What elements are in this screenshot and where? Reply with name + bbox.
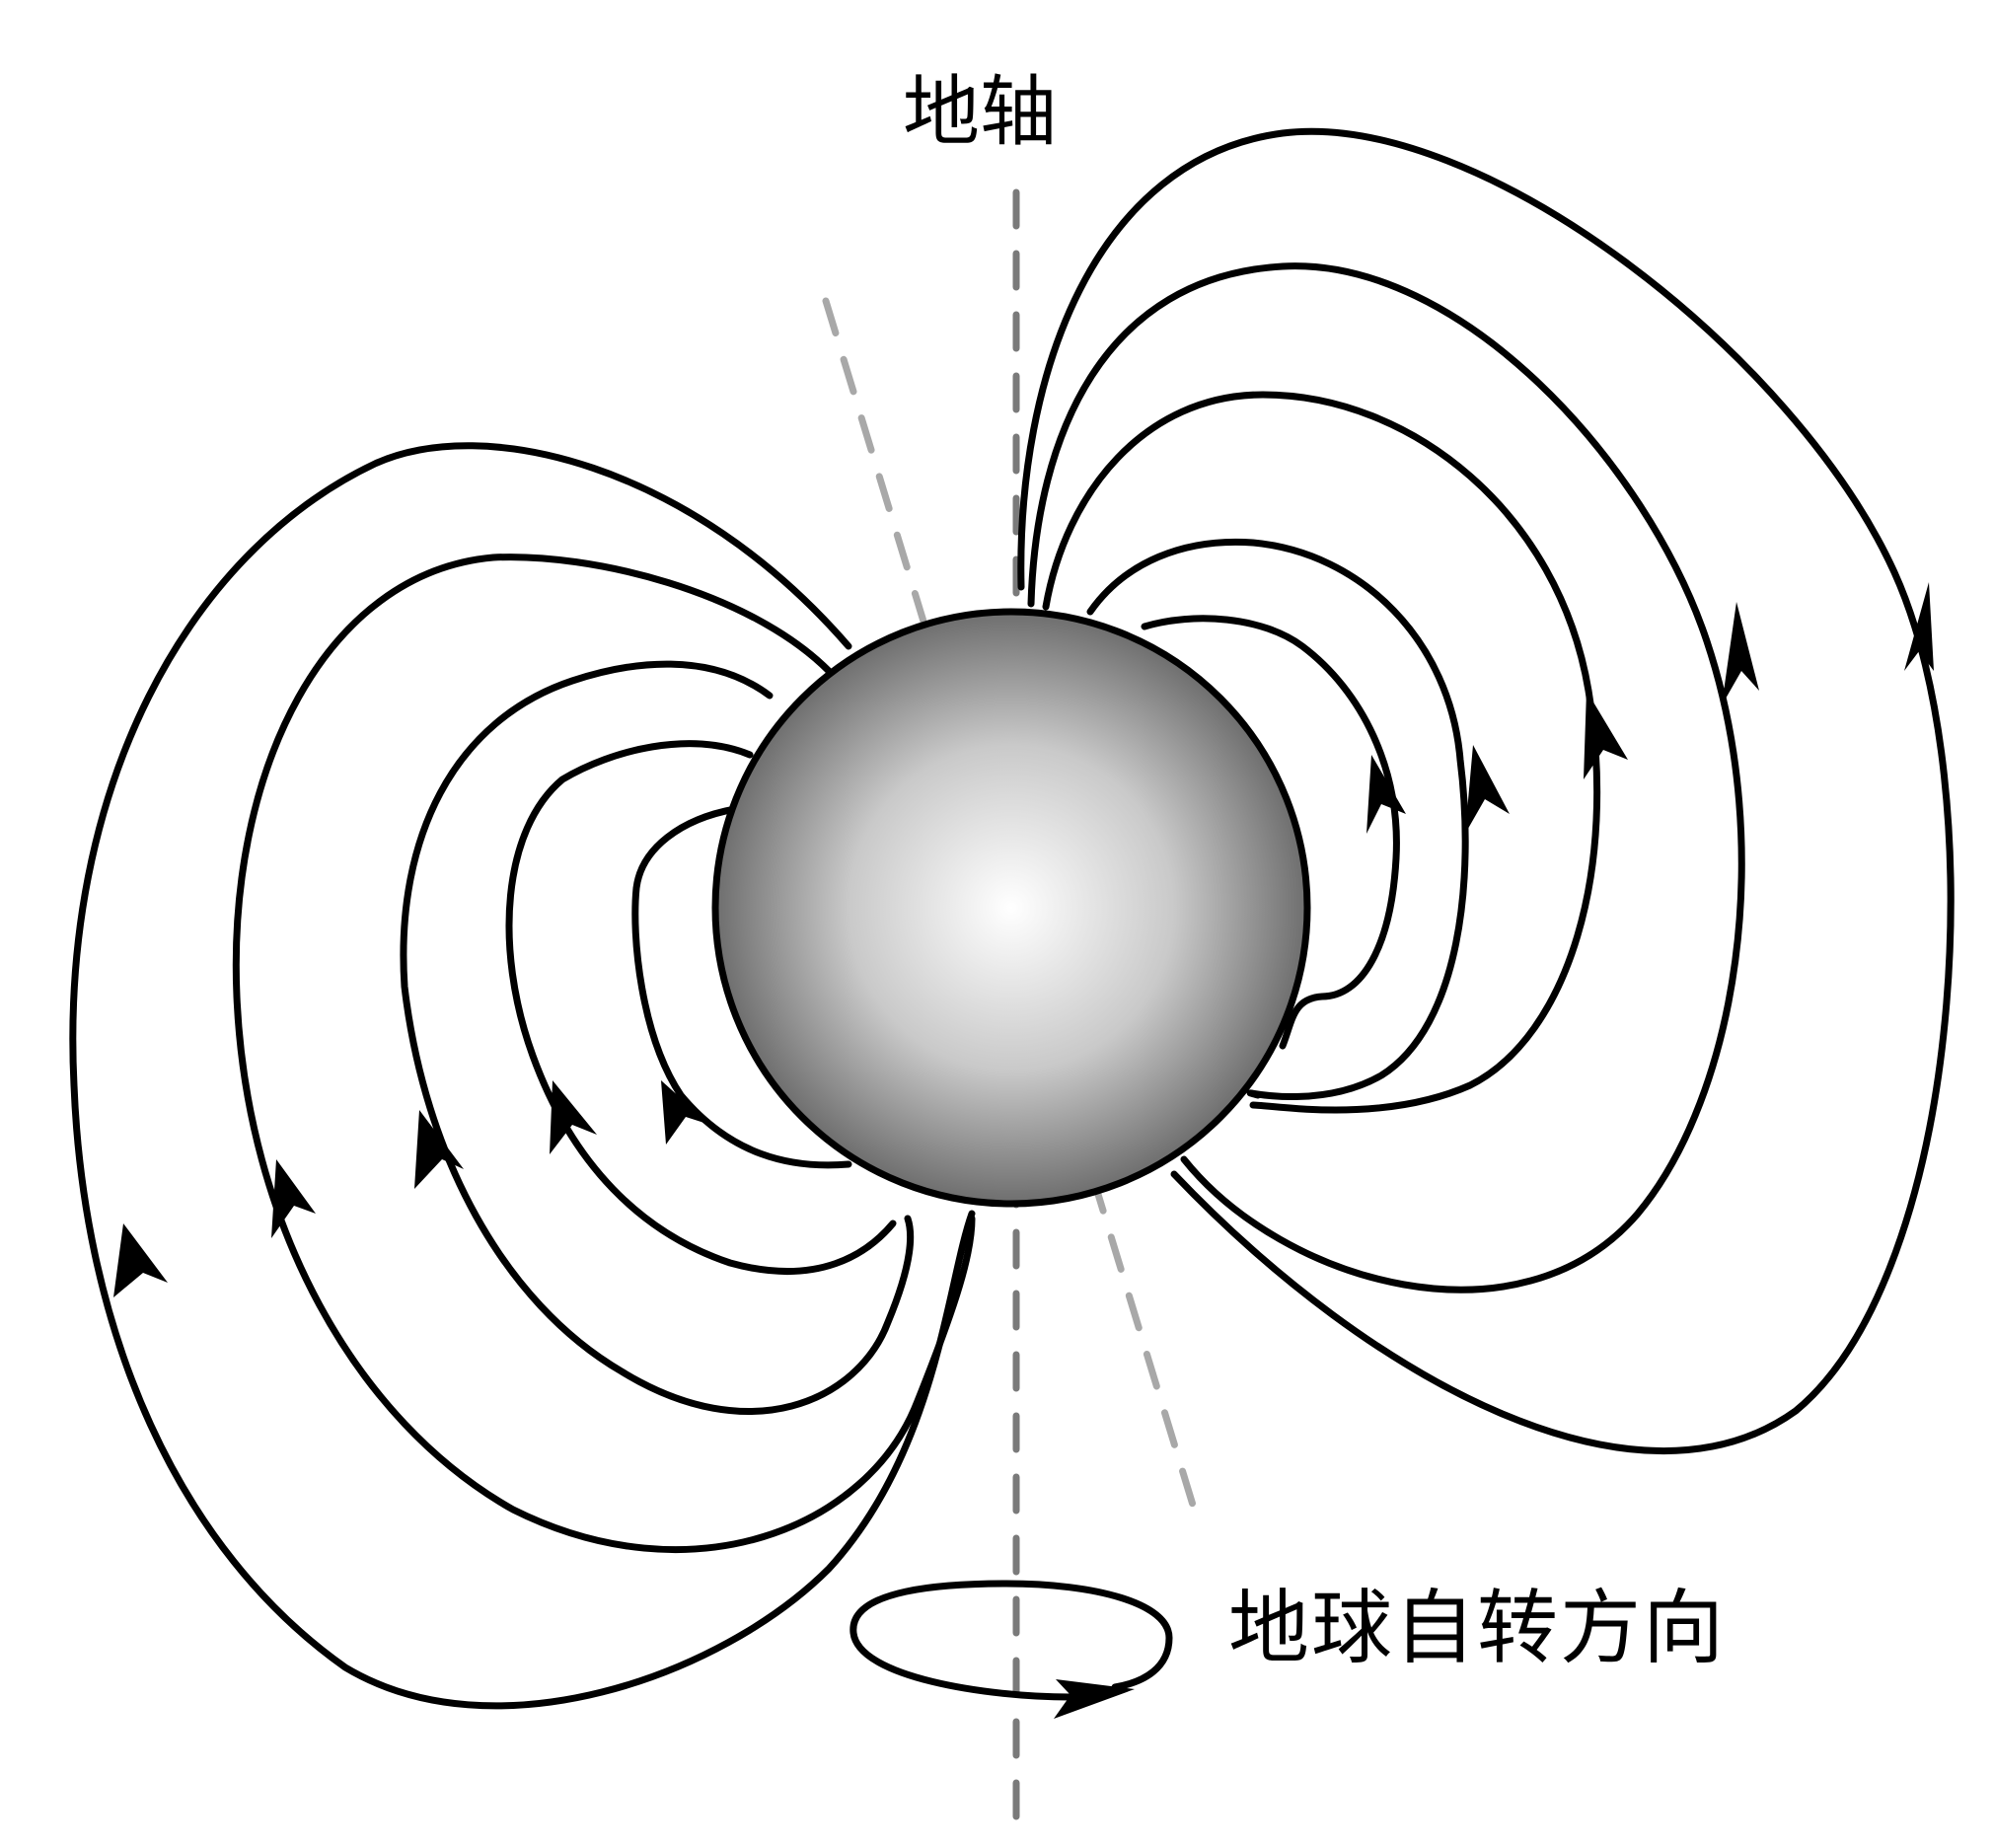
field-line-right-outer (1017, 127, 1955, 1455)
field-line-left-1 (505, 740, 897, 1275)
arrowhead-right-2 (1584, 691, 1628, 779)
rotation-arrowhead (1054, 1679, 1135, 1719)
field-line-right-2 (1042, 391, 1601, 1114)
field-line-right-3 (1027, 262, 1745, 1294)
rotation-direction-label: 地球自转方向 (1228, 1582, 1727, 1675)
left-field-lines (69, 442, 976, 1710)
arrowhead-left-3 (271, 1159, 316, 1238)
arrowhead-left-inner (661, 1080, 710, 1145)
arrowhead-right-3 (1722, 602, 1759, 705)
field-line-right-inner (1141, 615, 1400, 1050)
rotation-ellipse (849, 1580, 1173, 1701)
field-line-left-outer (69, 442, 976, 1710)
arrowhead-left-2 (414, 1110, 464, 1189)
arrowhead-right-inner (1366, 755, 1406, 834)
earth-sphere (711, 608, 1311, 1208)
field-line-left-3 (232, 554, 976, 1553)
left-arrowheads (113, 1080, 710, 1297)
earth-axis-label: 地轴 (903, 68, 1058, 157)
rotation-direction-icon (849, 1580, 1173, 1719)
field-line-left-inner (631, 805, 852, 1169)
arrowhead-left-outer (113, 1223, 168, 1297)
right-arrowheads (1366, 582, 1934, 834)
field-line-right-1 (1086, 538, 1469, 1100)
arrowhead-left-1 (550, 1080, 597, 1154)
arrowhead-right-1 (1465, 745, 1510, 834)
arrowhead-right-outer (1904, 582, 1934, 671)
right-field-lines (1017, 127, 1955, 1455)
